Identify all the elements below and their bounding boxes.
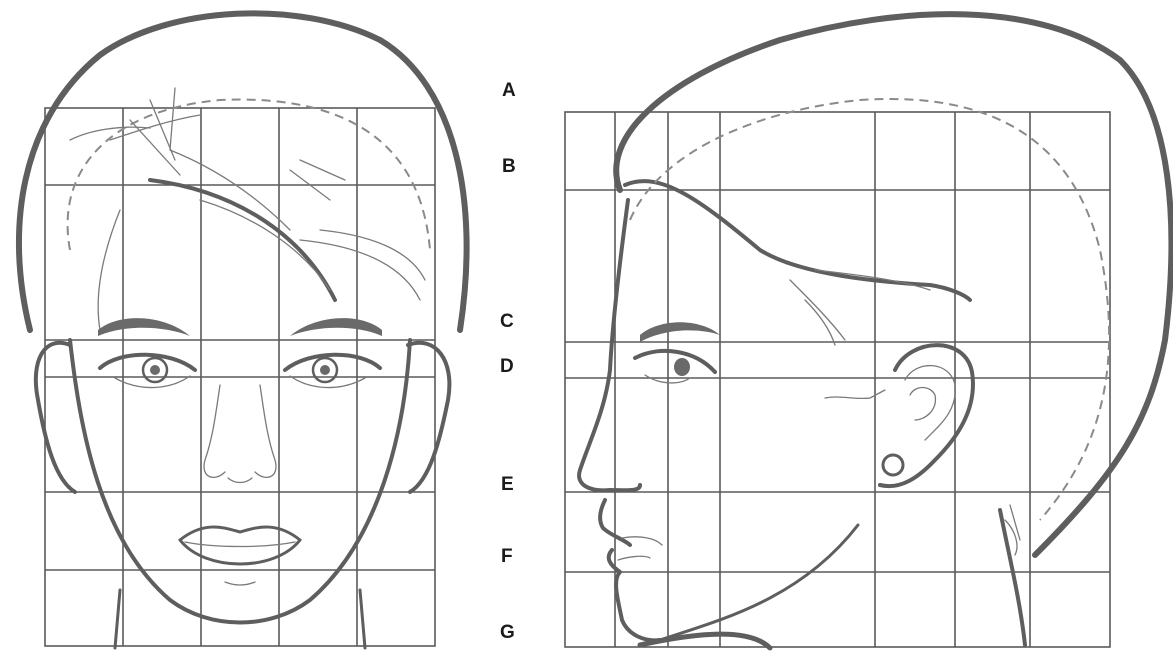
label-d: D bbox=[500, 356, 514, 377]
side-face-profile bbox=[579, 200, 660, 640]
label-c: C bbox=[500, 311, 514, 332]
front-right-eyebrow bbox=[290, 318, 382, 336]
front-right-eye bbox=[285, 355, 380, 388]
side-hair-strands bbox=[790, 270, 930, 345]
side-view-head bbox=[565, 14, 1171, 648]
label-f: F bbox=[501, 546, 513, 567]
front-chin-mark bbox=[225, 582, 255, 585]
side-hair-front bbox=[625, 181, 970, 300]
front-right-ear bbox=[408, 343, 449, 492]
side-cheek-mark bbox=[825, 390, 885, 398]
front-hair-outline bbox=[19, 13, 467, 330]
side-eyebrow bbox=[640, 322, 720, 342]
front-left-ear bbox=[36, 343, 75, 492]
label-g: G bbox=[500, 622, 515, 643]
label-a: A bbox=[502, 80, 516, 101]
front-nose bbox=[204, 385, 276, 483]
front-face-outline bbox=[70, 340, 410, 623]
label-e: E bbox=[501, 474, 514, 495]
front-hairline-dashed bbox=[68, 100, 430, 250]
front-lips bbox=[180, 527, 300, 564]
front-fringe bbox=[150, 180, 335, 300]
label-b: B bbox=[502, 156, 516, 177]
side-neck-front bbox=[640, 634, 770, 648]
front-left-eye bbox=[100, 355, 195, 388]
front-view-head bbox=[19, 13, 467, 648]
side-jaw bbox=[660, 525, 858, 640]
side-hairline-dashed bbox=[630, 99, 1109, 520]
front-left-eyebrow bbox=[98, 318, 190, 336]
side-ear bbox=[880, 345, 973, 486]
front-neck bbox=[115, 590, 365, 648]
proportion-labels: A B C D E F G bbox=[500, 80, 516, 643]
